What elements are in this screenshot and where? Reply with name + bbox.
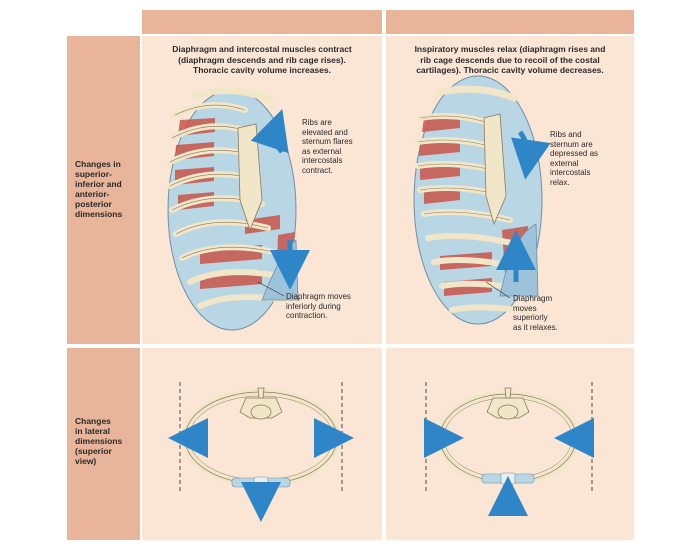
row-label-superior-inferior: Changes in superior- inferior and anteri… [67, 36, 140, 344]
note-diaphragm-inferior: Diaphragm moves inferiorly during contra… [286, 292, 351, 320]
note-diaphragm-superior: Diaphragm moves superiorly as it relaxes… [513, 294, 558, 332]
column-header-expiration [386, 10, 634, 34]
superior-view-expiration [424, 382, 594, 516]
row-label-lateral-text: Changes in lateral dimensions (superior … [75, 416, 123, 466]
column-header-inspiration [142, 10, 382, 34]
caption-expiration: Inspiratory muscles relax (diaphragm ris… [414, 44, 606, 75]
row-label-superior-inferior-text: Changes in superior- inferior and anteri… [75, 159, 123, 219]
note-ribs-elevated: Ribs are elevated and sternum flares as … [302, 118, 353, 175]
caption-inspiration: Diaphragm and intercostal muscles contra… [172, 44, 352, 75]
superior-view-inspiration [168, 382, 354, 522]
row-label-lateral: Changes in lateral dimensions (superior … [67, 348, 140, 540]
rib-cage-inspiration [167, 87, 310, 331]
rib-cage-expiration [413, 75, 551, 325]
note-ribs-depressed: Ribs and sternum are depressed as extern… [550, 130, 599, 187]
